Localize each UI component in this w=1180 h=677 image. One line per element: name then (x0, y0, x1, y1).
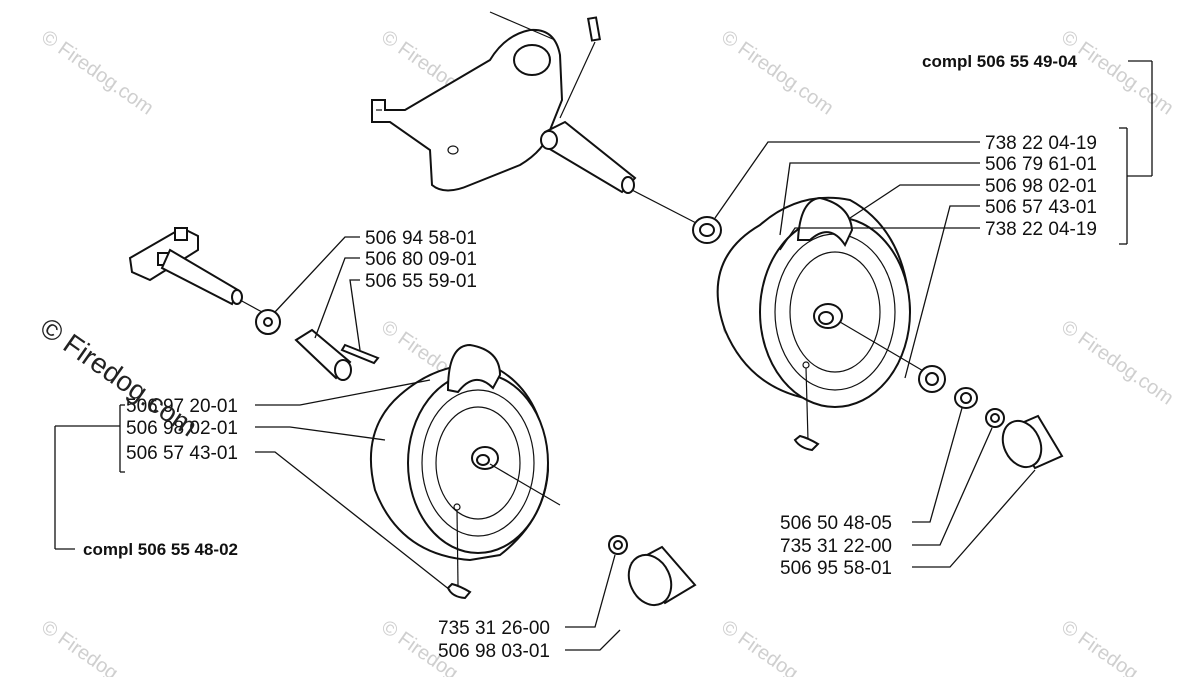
left-axle-mount (128, 226, 243, 306)
label-part: 735 31 22-00 (780, 536, 892, 557)
label-part: 506 97 20-01 (126, 396, 238, 417)
label-part: 506 95 58-01 (780, 558, 892, 579)
right-axle-shaft (540, 120, 637, 194)
label-part: 506 98 02-01 (126, 418, 238, 439)
watermark-text: © Firedog.com (1057, 26, 1177, 119)
label-part: 506 79 61-01 (985, 154, 1097, 175)
right-bearing (692, 216, 722, 244)
frame-bracket (371, 11, 564, 192)
label-part: 506 98 02-01 (985, 176, 1097, 197)
key (340, 343, 380, 365)
label-part: 506 98 03-01 (438, 641, 550, 662)
watermark-text: © Firedog.com (717, 616, 837, 677)
label-part: 738 22 04-19 (985, 133, 1097, 154)
watermark-text: © Firedog.com (1057, 616, 1177, 677)
label-compl-left: compl 506 55 48-02 (83, 540, 238, 559)
label-part: 506 94 58-01 (365, 228, 477, 249)
watermark-layer: © Firedog.com © Firedog.com © Firedog.co… (37, 26, 1177, 677)
label-part: 738 22 04-19 (985, 219, 1097, 240)
right-wheel (716, 196, 912, 408)
label-compl-right: compl 506 55 49-04 (922, 52, 1078, 71)
label-part: 506 57 43-01 (126, 443, 238, 464)
right-bearing-outer (918, 365, 946, 393)
left-spacer-washer (255, 309, 281, 335)
label-part: 506 55 59-01 (365, 271, 477, 292)
watermark-text: © Firedog.com (37, 26, 157, 119)
right-hub-cap (1001, 414, 1064, 470)
axle-leaders (274, 236, 361, 351)
left-sleeve (294, 328, 352, 381)
label-part: 506 80 09-01 (365, 249, 477, 270)
label-part: 506 57 43-01 (985, 197, 1097, 218)
watermark-text: © Firedog.com (37, 616, 157, 677)
left-hub-cap (627, 545, 697, 607)
watermark-prominent: © Firedog.com (35, 312, 204, 443)
left-lock-ring (608, 535, 628, 555)
right-washer (954, 387, 978, 409)
left-wheel (369, 343, 550, 562)
label-part: 506 50 48-05 (780, 513, 892, 534)
left-group-leaders (54, 379, 451, 591)
left-valve-stem (446, 582, 472, 600)
right-group-leaders (714, 60, 1153, 379)
watermark-text: © Firedog.com (717, 26, 837, 119)
left-cap-leaders (565, 554, 621, 651)
right-cap-leaders (912, 407, 1036, 568)
right-lock-ring (985, 408, 1005, 428)
pin (586, 16, 602, 42)
right-valve-stem (793, 434, 820, 452)
label-part: 735 31 26-00 (438, 618, 550, 639)
watermark-text: © Firedog.com (1057, 316, 1177, 409)
